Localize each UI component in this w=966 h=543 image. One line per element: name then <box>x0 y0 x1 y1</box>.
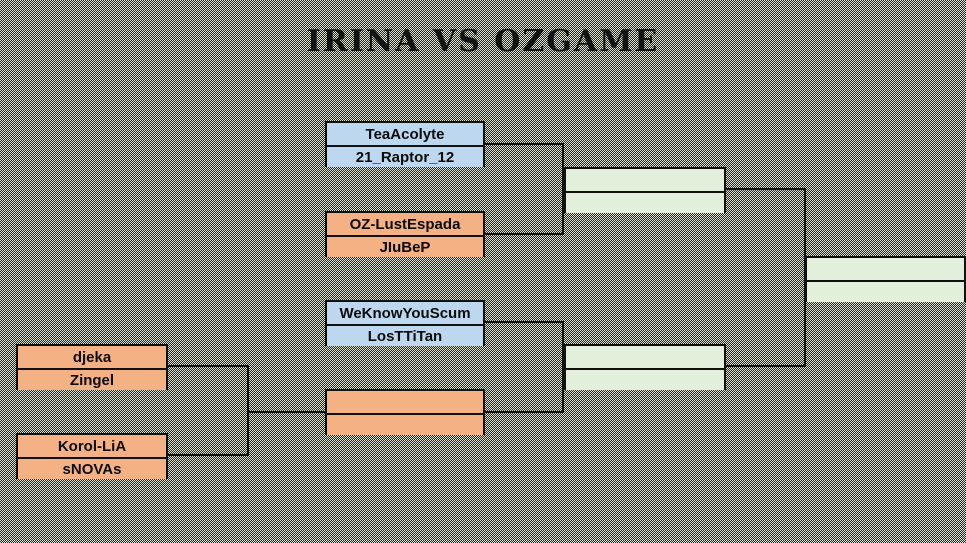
player-slot[interactable]: WeKnowYouScum <box>327 302 483 324</box>
connector-line <box>562 321 564 413</box>
match-box-prelim-top[interactable]: djeka Zingel <box>16 344 168 390</box>
connector-line <box>804 188 806 367</box>
player-slot[interactable]: Zingel <box>18 368 166 390</box>
connector-line <box>484 143 564 145</box>
player-slot[interactable]: TeaAcolyte <box>327 123 483 145</box>
player-slot-empty[interactable] <box>566 368 724 390</box>
match-box-round1-top-a[interactable]: TeaAcolyte 21_Raptor_12 <box>325 121 485 167</box>
connector-line <box>726 188 806 190</box>
connector-line <box>166 454 249 456</box>
match-box-round1-bottom-a[interactable]: WeKnowYouScum LosTTiTan <box>325 300 485 346</box>
match-box-prelim-bottom[interactable]: Korol-LiA sNOVAs <box>16 433 168 479</box>
player-slot-empty[interactable] <box>566 346 724 368</box>
connector-line <box>247 365 249 456</box>
player-slot-empty[interactable] <box>807 280 964 302</box>
match-box-round1-bottom-b-empty[interactable] <box>325 389 485 435</box>
match-box-semifinal-bottom[interactable] <box>564 344 726 390</box>
player-slot-empty[interactable] <box>327 391 483 413</box>
player-slot[interactable]: Korol-LiA <box>18 435 166 457</box>
match-box-semifinal-top[interactable] <box>564 167 726 213</box>
player-slot[interactable]: 21_Raptor_12 <box>327 145 483 167</box>
bracket-title: IRINA VS OZGAME <box>306 24 660 59</box>
connector-line <box>484 233 564 235</box>
player-slot-empty[interactable] <box>327 413 483 435</box>
player-slot[interactable]: OZ-LustEspada <box>327 213 483 235</box>
player-slot[interactable]: djeka <box>18 346 166 368</box>
player-slot[interactable]: JIuBeP <box>327 235 483 257</box>
connector-line <box>249 411 325 413</box>
player-slot-empty[interactable] <box>807 258 964 280</box>
connector-line <box>562 143 564 235</box>
connector-line <box>166 365 249 367</box>
player-slot-empty[interactable] <box>566 169 724 191</box>
connector-line <box>484 411 564 413</box>
match-box-round1-top-b[interactable]: OZ-LustEspada JIuBeP <box>325 211 485 257</box>
player-slot[interactable]: LosTTiTan <box>327 324 483 346</box>
player-slot-empty[interactable] <box>566 191 724 213</box>
connector-line <box>484 321 564 323</box>
connector-line <box>726 365 806 367</box>
player-slot[interactable]: sNOVAs <box>18 457 166 479</box>
match-box-final[interactable] <box>805 256 966 302</box>
